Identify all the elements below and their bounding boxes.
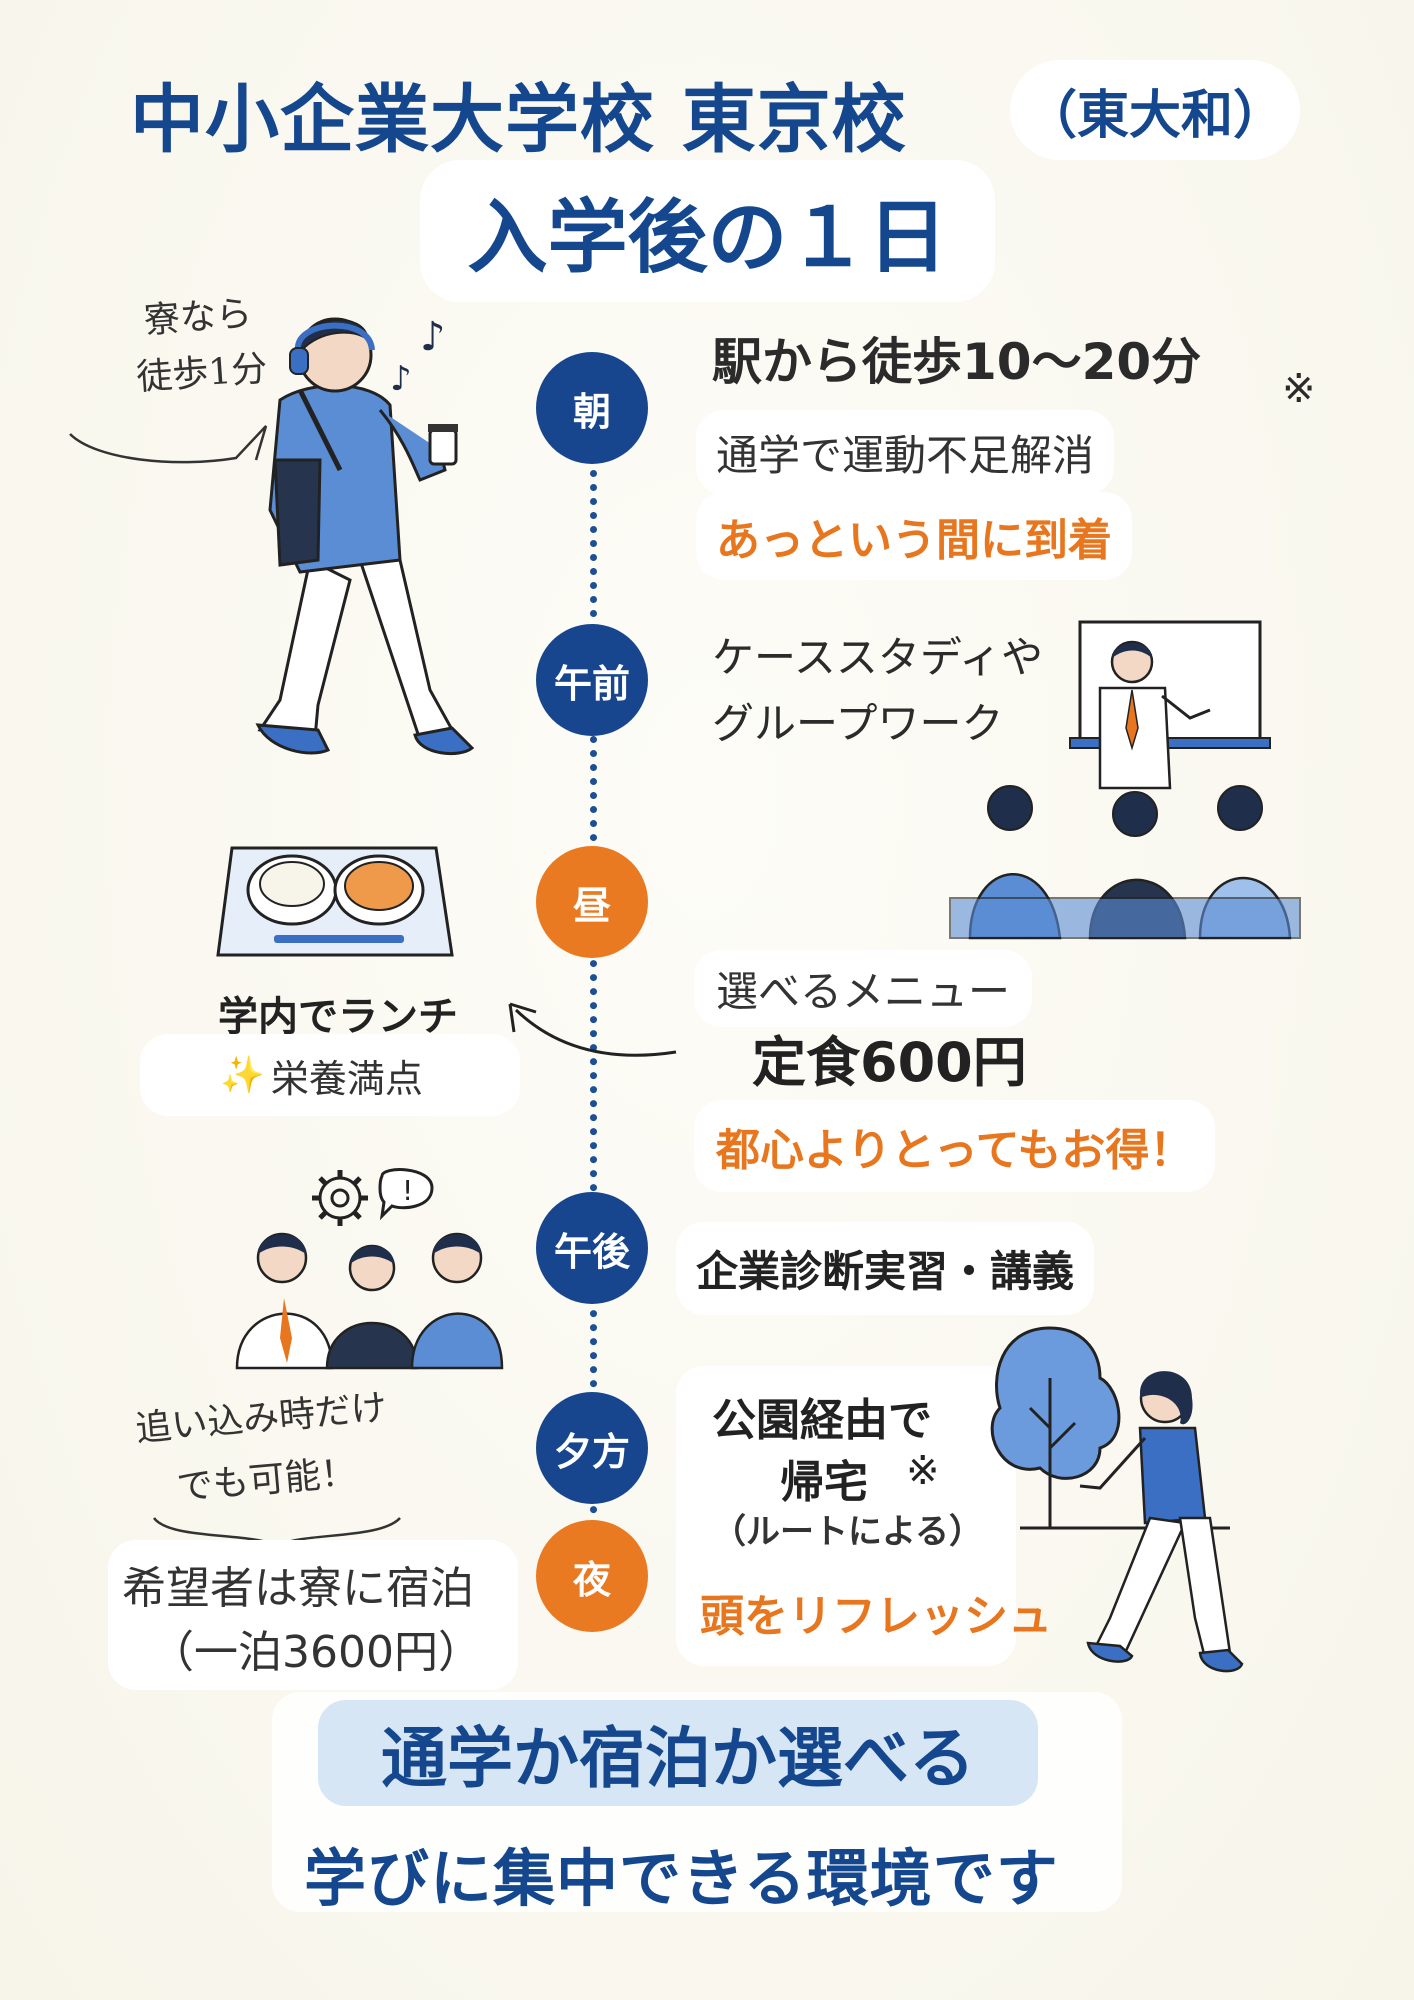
svg-text:!: ! [402, 1174, 413, 1207]
svg-text:♪: ♪ [420, 314, 446, 360]
footer-line2: 学びに集中できる環境です [304, 1842, 1059, 1915]
timeline-dot-evening: 夕方 [536, 1392, 648, 1504]
evening-line3: （ルートによる） [712, 1512, 983, 1552]
footer-line1: 通学か宿泊か選べる [318, 1700, 1038, 1806]
forenoon-line2: グループワーク [712, 699, 1004, 748]
timeline-dot-night: 夜 [536, 1520, 648, 1632]
timeline-dot-forenoon: 午前 [536, 624, 648, 736]
page-title-location: （東大和） [1010, 60, 1300, 160]
timeline-line [590, 400, 597, 1570]
noon-line1: 選べるメニュー [694, 950, 1033, 1027]
morning-note-mark: ※ [1282, 366, 1316, 412]
cram-note-callout: 追い込み時だけ でも可能！ [133, 1387, 389, 1509]
timeline-dot-afternoon: 午後 [536, 1192, 648, 1304]
noon-line3: 都心よりとってもお得！ [694, 1100, 1216, 1192]
timeline-dot-noon: 昼 [536, 846, 648, 958]
stay-line2: （一泊3600円） [150, 1627, 482, 1678]
classroom-illustration [949, 620, 1301, 940]
lunch-sub-pill: ✨ 栄養満点 [140, 1034, 520, 1116]
evening-line1: 公園経由で [712, 1395, 932, 1446]
svg-text:♪: ♪ [390, 359, 412, 399]
afternoon-line1: 企業診断実習・講義 [676, 1222, 1095, 1315]
dorm-callout-bubble-line [69, 425, 268, 464]
evening-pill [676, 1366, 1016, 1666]
meeting-illustration: ! [235, 1168, 504, 1370]
stay-line1: 希望者は寮に宿泊 [122, 1563, 474, 1614]
timeline-dot-morning: 朝 [536, 352, 648, 464]
page-subtitle: 入学後の１日 [420, 160, 995, 302]
page-title: 中小企業大学校 東京校 [130, 77, 907, 163]
lunch-title: 学内でランチ [218, 994, 458, 1040]
arrow-icon [508, 1002, 677, 1057]
forenoon-line1: ケーススタディや [712, 633, 1043, 682]
lunch-tray-illustration [216, 846, 454, 957]
morning-title: 駅から徒歩10〜20分 [712, 333, 1202, 391]
noon-line2: 定食600円 [752, 1031, 1027, 1094]
lunch-sub: 栄養満点 [270, 1056, 423, 1101]
morning-line1: 通学で運動不足解消 [696, 410, 1115, 495]
sparkle-icon: ✨ [220, 1055, 265, 1096]
walking-student-illustration: ♪ ♪ [255, 314, 475, 756]
evening-note-mark: ※ [906, 1448, 940, 1494]
evening-line4: 頭をリフレッシュ [700, 1591, 1052, 1642]
evening-line2: 帰宅 [780, 1457, 868, 1508]
park-walk-illustration [990, 1326, 1244, 1673]
morning-line2: あっという間に到着 [696, 492, 1132, 580]
stay-pill [108, 1540, 518, 1690]
